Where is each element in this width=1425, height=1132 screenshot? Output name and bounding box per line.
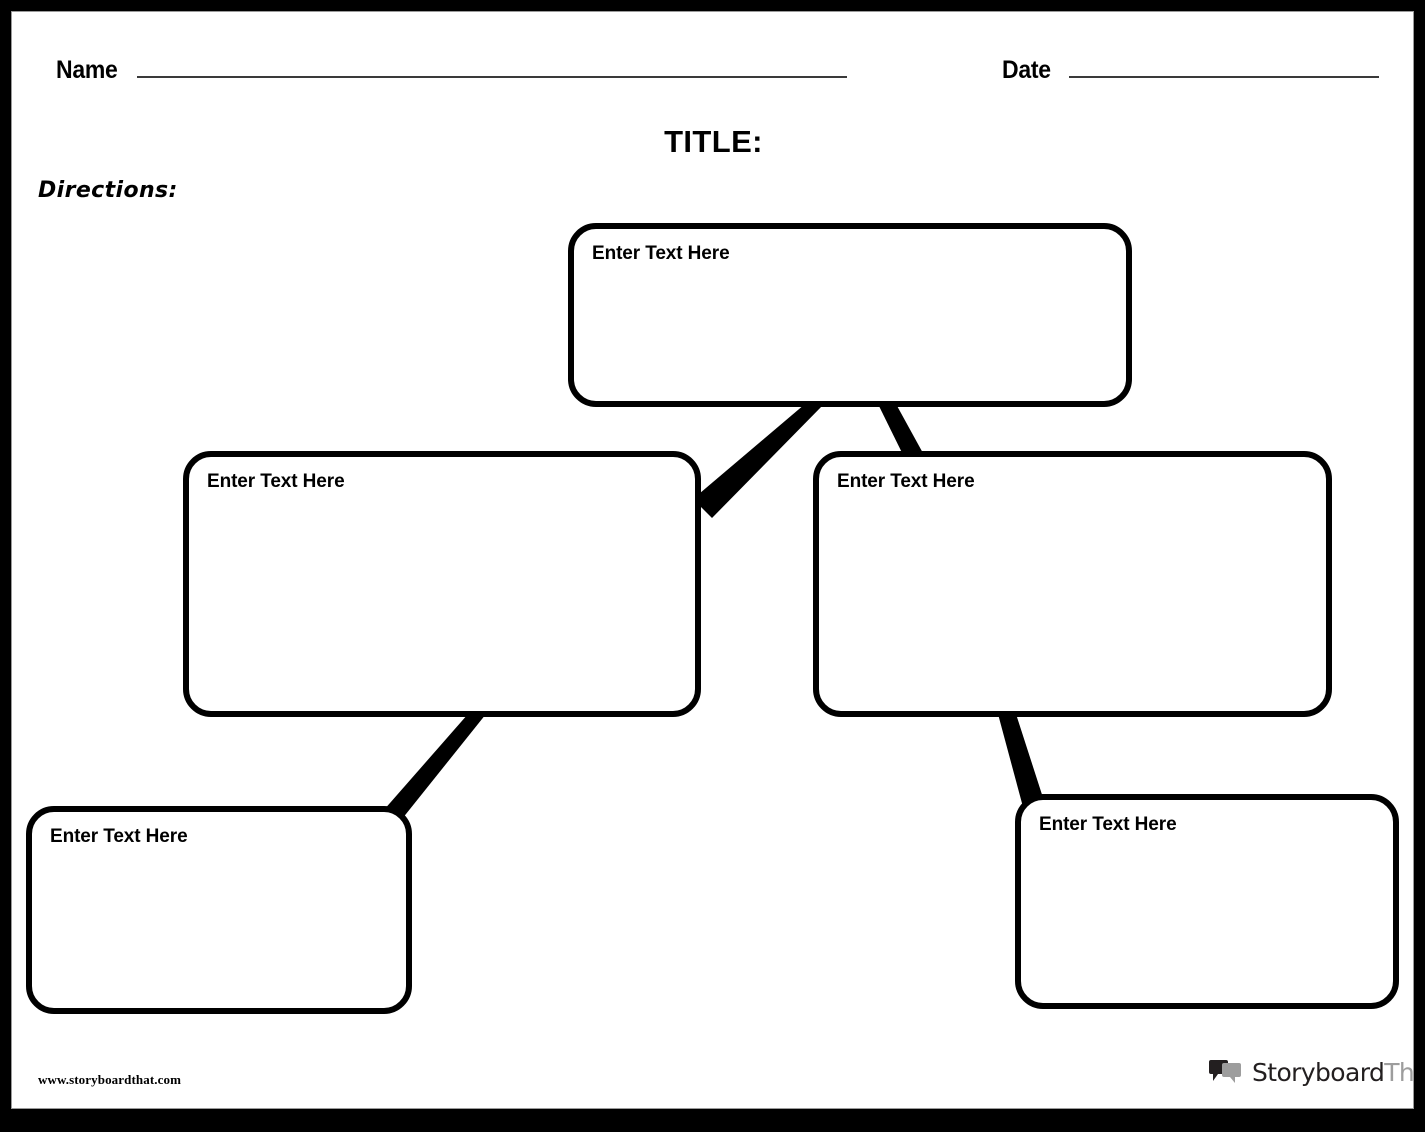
brand-name-primary: Storyboard [1252, 1057, 1385, 1087]
speech-bubbles-icon [1209, 1060, 1241, 1083]
flow-node-branch-b[interactable]: Enter Text Here [813, 451, 1332, 717]
flow-node-label: Enter Text Here [837, 471, 975, 492]
connector-branch-a-to-leaf-a [376, 714, 486, 819]
date-write-line[interactable] [1069, 76, 1379, 78]
directions-label: Directions: [38, 178, 178, 203]
flow-node-label: Enter Text Here [207, 471, 345, 492]
flow-node-label: Enter Text Here [1039, 814, 1177, 835]
brand-wordmark: StoryboardThat [1252, 1057, 1414, 1087]
name-label: Name [56, 56, 118, 84]
connector-branch-b-to-leaf-b [998, 714, 1046, 807]
worksheet-page: Name Date TITLE: Directions: Enter Text [11, 11, 1414, 1109]
footer-url[interactable]: www.storyboardthat.com [38, 1072, 182, 1087]
connector-layer [376, 404, 1046, 819]
flow-node-root[interactable]: Enter Text Here [568, 223, 1132, 407]
storyboardthat-logo[interactable]: StoryboardThat [1209, 1057, 1414, 1087]
date-label: Date [1002, 56, 1051, 84]
flow-node-branch-a[interactable]: Enter Text Here [183, 451, 701, 717]
flow-chart-diagram: Enter Text Here Enter Text Here Enter Te… [12, 12, 1413, 1108]
name-field[interactable]: Name [56, 56, 847, 85]
name-write-line[interactable] [136, 76, 847, 78]
connector-root-to-branch-a [693, 404, 824, 518]
flow-node-label: Enter Text Here [50, 826, 188, 847]
date-field[interactable]: Date [1002, 56, 1379, 85]
flow-node-leaf-a[interactable]: Enter Text Here [26, 806, 412, 1014]
flow-node-label: Enter Text Here [592, 243, 730, 264]
flow-node-leaf-b[interactable]: Enter Text Here [1015, 794, 1399, 1009]
brand-name-secondary: That [1384, 1057, 1414, 1087]
page-title[interactable]: TITLE: [664, 124, 763, 159]
